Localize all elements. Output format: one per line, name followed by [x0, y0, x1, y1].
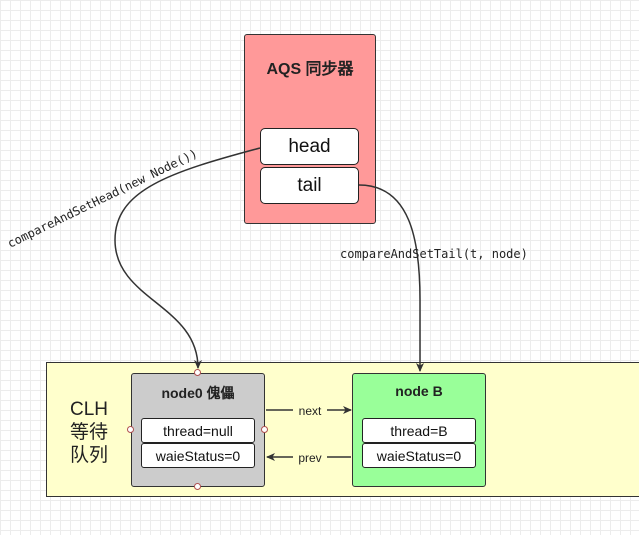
clh-label-line-3: 队列: [69, 445, 108, 466]
set-head-label: compareAndSetHead(new Node()): [5, 146, 199, 250]
aqs-tail-field[interactable]: tail: [260, 167, 359, 204]
clh-queue-label: CLH 等待 队列: [58, 398, 120, 467]
aqs-title: AQS 同步器: [266, 61, 354, 78]
nodeb-title: node B: [395, 383, 443, 399]
aqs-head-field[interactable]: head: [260, 128, 359, 165]
edge-head-to-node0[interactable]: [114, 147, 261, 369]
node0-connector-right[interactable]: [261, 426, 268, 433]
next-label-bg: [293, 403, 327, 418]
edge-tail-to-nodeb[interactable]: [358, 184, 424, 372]
node0-title: node0 傀儡: [161, 385, 235, 401]
node0-thread-field[interactable]: thread=null: [141, 418, 255, 443]
clh-label-line-2: 等待: [69, 422, 108, 443]
nodeb-thread-field[interactable]: thread=B: [362, 418, 476, 443]
clh-label-line-1: CLH: [69, 399, 108, 420]
set-tail-label: compareAndSetTail(t, node): [340, 247, 528, 261]
node0-connector-top[interactable]: [194, 369, 201, 376]
prev-label: prev: [298, 451, 321, 465]
next-label: next: [299, 404, 322, 418]
node0-waitstatus-field[interactable]: waieStatus=0: [141, 443, 255, 468]
nodeb-waitstatus-field[interactable]: waieStatus=0: [362, 443, 476, 468]
node0-connector-bottom[interactable]: [194, 483, 201, 490]
node0-connector-left[interactable]: [127, 426, 134, 433]
prev-label-bg: [293, 450, 327, 465]
